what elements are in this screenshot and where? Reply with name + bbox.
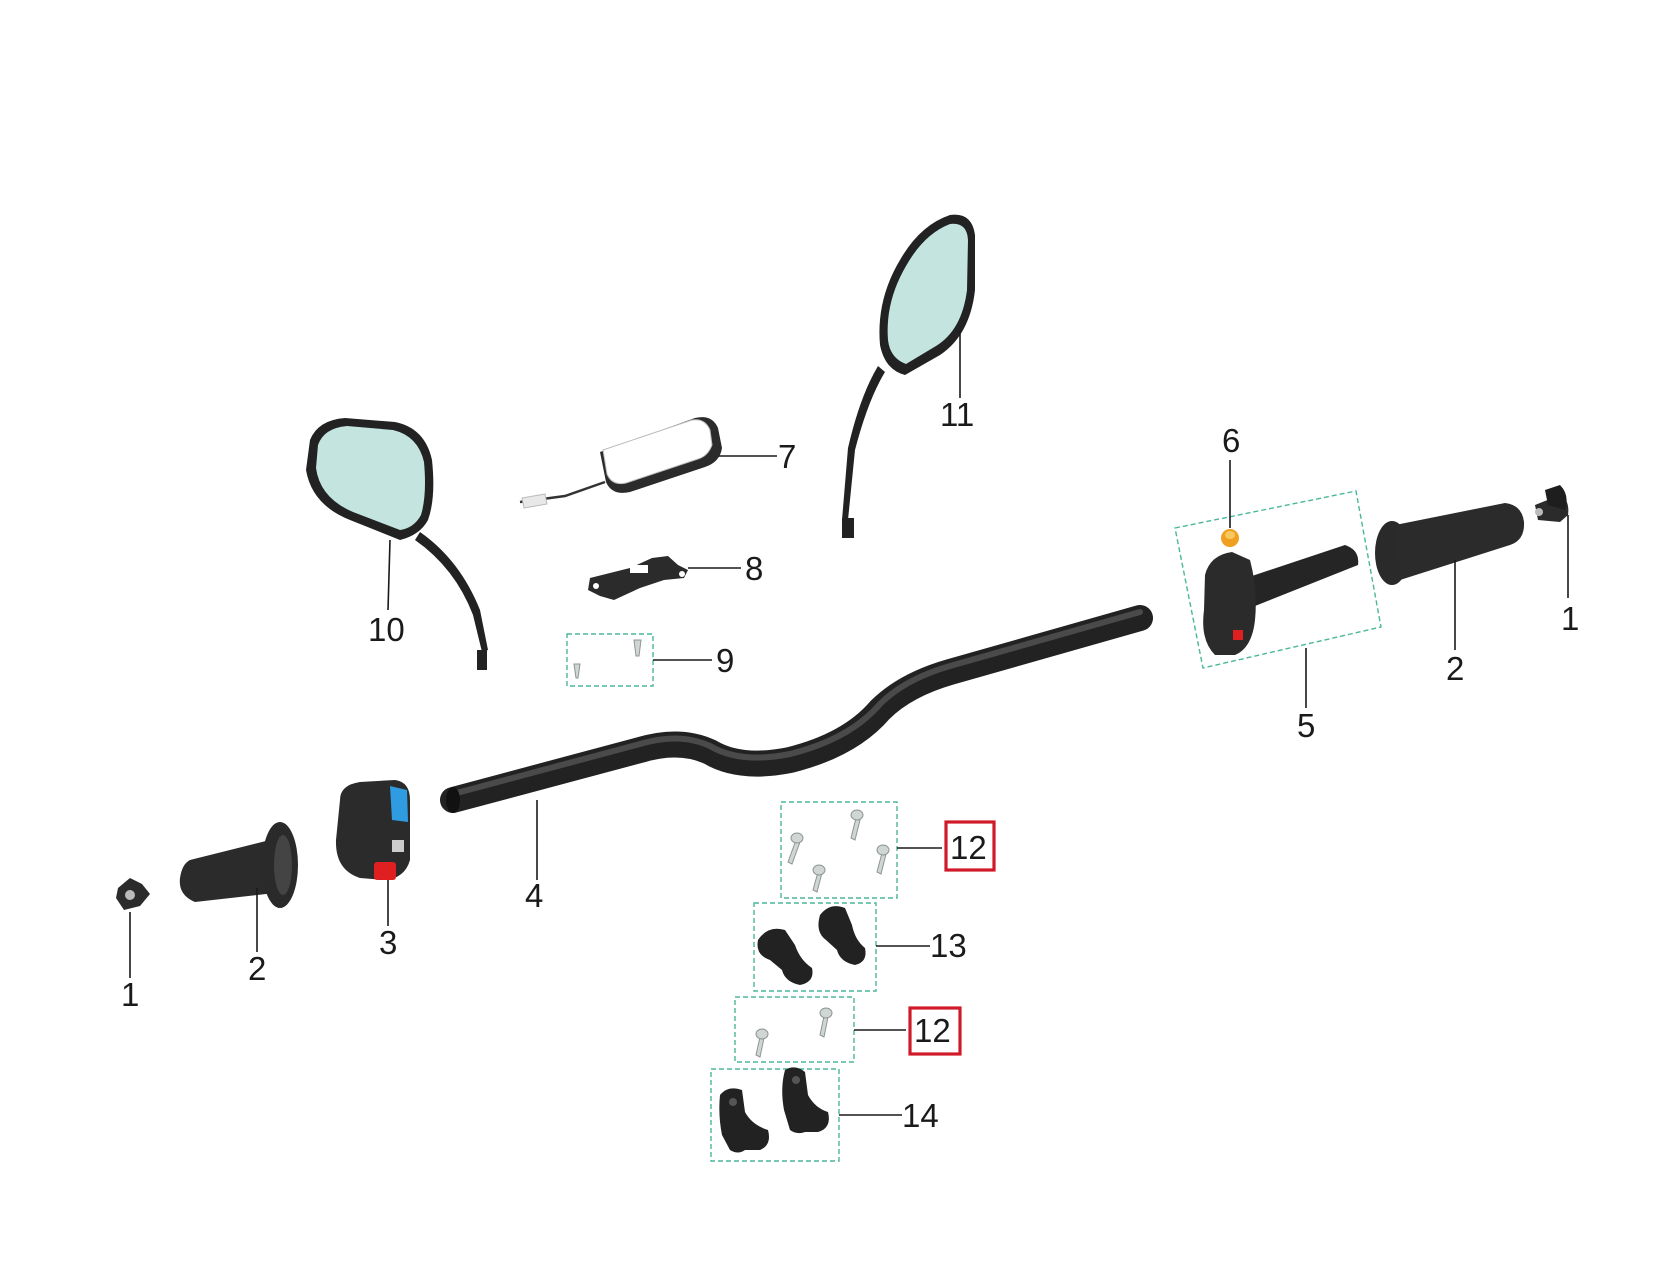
handlebar-part[interactable] [440, 605, 1153, 813]
callout-switch-left: 3 [379, 924, 397, 961]
callout-mirror-right: 11 [940, 396, 974, 433]
lower-clamps-group[interactable] [710, 1067, 840, 1162]
callout-grip-end-left: 1 [121, 976, 139, 1013]
bracket-part[interactable] [588, 556, 688, 600]
leader-lines [129, 330, 1569, 1116]
grip-end-left-part[interactable] [116, 878, 150, 910]
callout-throttle-assembly: 5 [1297, 707, 1315, 744]
mirror-right-part[interactable] [842, 214, 975, 538]
highlight-box-upper [944, 820, 996, 872]
callout-mirror-left: 10 [368, 611, 405, 648]
callout-bracket-screws: 9 [716, 642, 734, 679]
bracket-screws-group[interactable] [566, 633, 654, 687]
highlight-box-lower [908, 1006, 962, 1056]
callout-throttle-nut: 6 [1222, 422, 1240, 459]
switch-left-part[interactable] [335, 780, 410, 880]
mirror-left-part[interactable] [306, 418, 488, 670]
callout-upper-clamps: 13 [930, 927, 967, 964]
upper-clamps-group[interactable] [753, 902, 877, 992]
callout-lower-clamps: 14 [902, 1097, 939, 1134]
throttle-nut-part[interactable] [1221, 529, 1239, 547]
callout-grip-left: 2 [248, 950, 266, 987]
callout-handlebar: 4 [525, 877, 543, 914]
grip-left-part[interactable] [179, 822, 298, 908]
callout-grip-right: 2 [1446, 650, 1464, 687]
grip-right-part[interactable] [1375, 503, 1525, 585]
clamp-bolts-upper-group[interactable] [780, 801, 898, 899]
clamp-bolts-lower-group[interactable] [734, 996, 855, 1063]
grip-end-right-part[interactable] [1535, 485, 1569, 522]
callout-clamp-bolts-upper: 12 [950, 829, 987, 866]
callout-clamp-bolts-lower: 12 [914, 1012, 951, 1049]
module-part[interactable] [519, 417, 722, 509]
throttle-assembly-group[interactable] [1174, 490, 1382, 669]
callout-grip-end-right: 1 [1561, 600, 1579, 637]
callout-module: 7 [778, 438, 796, 475]
callout-labels: 1 2 3 4 5 6 7 8 9 10 11 12 13 12 14 2 1 [121, 396, 1579, 1134]
callout-bracket: 8 [745, 550, 763, 587]
